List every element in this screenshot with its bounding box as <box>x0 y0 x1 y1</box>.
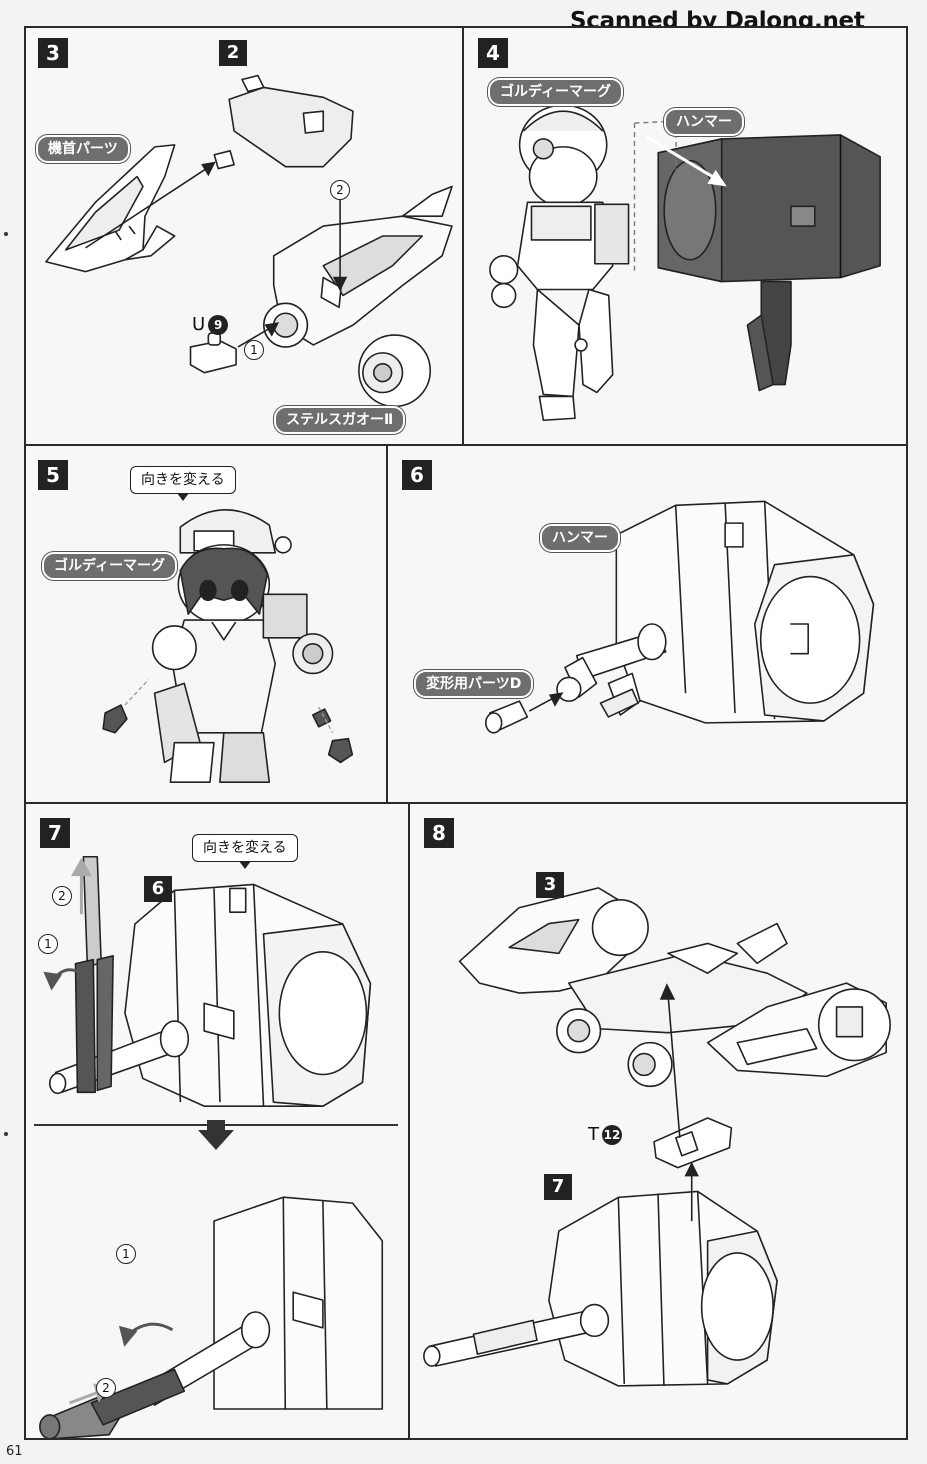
step-number: 6 <box>402 460 432 490</box>
part-reference-number: 7 <box>544 1174 572 1200</box>
step-number: 7 <box>40 818 70 848</box>
part-reference-number: 2 <box>219 40 247 66</box>
label-transform-part-d: 変形用パーツD <box>414 670 534 698</box>
step-number: 8 <box>424 818 454 848</box>
page-number: 61 <box>6 1444 23 1459</box>
step-7-panel: 7 向きを変える 6 2 1 1 2 <box>24 802 410 1440</box>
sequence-arrow <box>198 1130 234 1150</box>
step-3-illustration <box>45 74 453 408</box>
label-stealth-gaoh: ステルスガオーⅡ <box>274 406 406 434</box>
scan-mark <box>4 232 8 236</box>
step-number: 5 <box>38 460 68 490</box>
order-number: 1 <box>116 1244 136 1264</box>
scan-mark <box>4 1132 8 1136</box>
step-6-illustration <box>485 500 875 734</box>
order-number: 2 <box>96 1378 116 1398</box>
label-goldymarg: ゴルディーマーグ <box>42 552 178 580</box>
part-reference-number: 3 <box>536 872 564 898</box>
step-6-panel: 6 ハンマー 変形用パーツD <box>386 444 908 804</box>
part-code-u9: U 9 <box>192 314 229 335</box>
label-hammer: ハンマー <box>540 524 620 552</box>
callout-change-direction: 向きを変える <box>130 466 236 501</box>
step-number: 3 <box>38 38 68 68</box>
step-8-panel: 8 3 T 12 7 <box>408 802 908 1440</box>
sequence-arrow-bar <box>207 1120 225 1132</box>
step-4-illustration <box>489 104 881 422</box>
label-hammer: ハンマー <box>664 108 744 136</box>
part-number: 9 <box>208 314 229 335</box>
step-7-illustration <box>39 855 384 1438</box>
step-4-panel: 4 ゴルディーマーグ ハンマー <box>462 26 908 446</box>
callout-change-direction: 向きを変える <box>192 834 298 869</box>
label-goldymarg: ゴルディーマーグ <box>488 78 624 106</box>
order-number: 1 <box>38 934 58 954</box>
order-number: 2 <box>52 886 72 906</box>
part-number: 12 <box>602 1124 622 1145</box>
part-reference-number: 6 <box>144 876 172 902</box>
step-5-illustration <box>102 509 354 784</box>
part-letter: U <box>192 314 206 335</box>
part-letter: T <box>588 1124 599 1145</box>
order-number: 2 <box>330 180 350 200</box>
step-3-panel: 3 2 機首パーツ 2 U 9 1 ステルスガオーⅡ <box>24 26 464 446</box>
order-number: 1 <box>244 340 264 360</box>
part-code-t12: T 12 <box>588 1124 622 1145</box>
step-number: 4 <box>478 38 508 68</box>
step-5-panel: 5 向きを変える ゴルディーマーグ <box>24 444 388 804</box>
label-head-parts: 機首パーツ <box>36 135 130 163</box>
step-8-illustration <box>423 887 891 1387</box>
